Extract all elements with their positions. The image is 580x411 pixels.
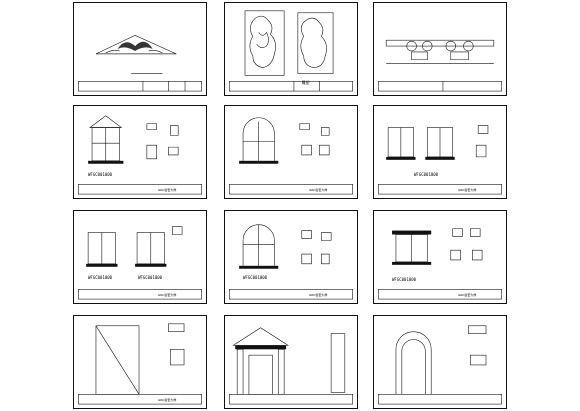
capital-drawing <box>378 39 502 92</box>
drawing-sheet-pediment <box>73 2 207 96</box>
drawing-sheet-sculpture: 雕塑 <box>224 2 358 96</box>
window-caption: WFGC001000 <box>414 172 439 177</box>
drawing-sheet-door-frame: GRC窗套大样 <box>73 315 207 409</box>
sheet-footer-label: GRC窗套大样 <box>158 293 177 297</box>
window-caption: WFGC001000 <box>88 275 113 280</box>
drawing-sheet-arch-window-2: WFGC001000 GRC窗套大样 <box>224 210 358 304</box>
sheet-footer-label: GRC窗套大样 <box>158 188 177 192</box>
sculpture-label: 雕塑 <box>302 80 310 85</box>
arched-door-drawing <box>378 325 502 405</box>
sheet-footer-label: GRC窗套大样 <box>309 293 328 297</box>
drawing-sheet-window-pair: WFGC001000 WFGC001000 GRC窗套大样 <box>73 210 207 304</box>
door-frame-drawing <box>78 323 202 405</box>
sheet-footer-label: GRC窗套大样 <box>458 188 477 192</box>
arched-window-drawing <box>229 117 353 195</box>
window-pediment-drawing <box>78 115 202 195</box>
window-caption-2: WFGC001000 <box>138 275 163 280</box>
sheet-footer-label: GRC窗套大样 <box>158 398 177 402</box>
sculpture-drawing: 雕塑 <box>229 10 353 92</box>
drawing-sheet-cornice-window: WFGC001000 GRC窗套大样 <box>373 210 507 304</box>
drawing-sheet-capital <box>373 2 507 96</box>
portico-drawing <box>229 327 353 405</box>
window-pair-drawing <box>78 226 202 300</box>
double-window-drawing <box>378 125 502 195</box>
sheet-footer-label: GRC窗套大样 <box>309 188 328 192</box>
drawing-sheet-arched-window: GRC窗套大样 <box>224 105 358 199</box>
drawing-sheet-arched-door <box>373 315 507 409</box>
window-caption: WFGC001000 <box>88 172 113 177</box>
drawing-sheet-window-pediment: WFGC001000 GRC窗套大样 <box>73 105 207 199</box>
cornice-window-drawing <box>378 228 502 300</box>
sheet-footer-label: GRC窗套大样 <box>458 293 477 297</box>
window-caption: WFGC001000 <box>243 275 268 280</box>
drawing-sheet-double-window: WFGC001000 GRC窗套大样 <box>373 105 507 199</box>
arch-window-2-drawing <box>229 224 353 300</box>
window-caption: WFGC001000 <box>392 277 417 282</box>
drawing-sheet-portico <box>224 315 358 409</box>
pediment-drawing <box>78 34 202 92</box>
